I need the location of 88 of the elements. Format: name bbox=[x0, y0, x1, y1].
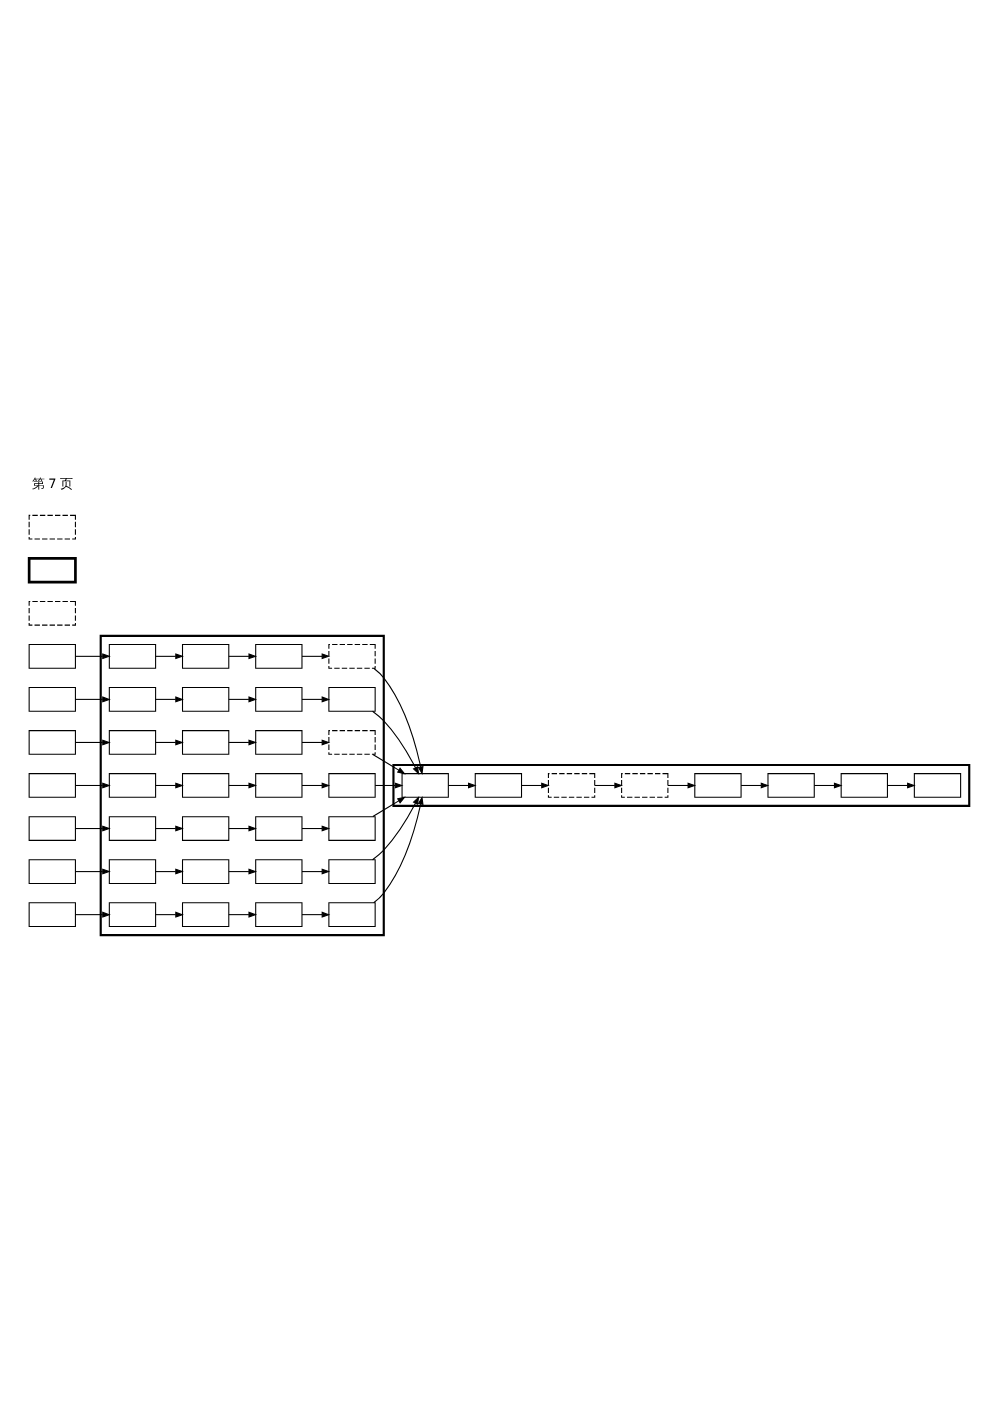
node-box bbox=[27, 556, 77, 583]
arrow bbox=[373, 795, 424, 903]
node-box bbox=[181, 858, 230, 883]
arrow bbox=[301, 824, 331, 831]
node-box bbox=[181, 642, 230, 668]
arrow bbox=[228, 781, 258, 788]
node-box bbox=[28, 513, 76, 539]
node-box bbox=[28, 772, 76, 797]
node-box bbox=[328, 815, 376, 840]
arrow bbox=[594, 781, 623, 788]
node-box bbox=[328, 858, 376, 883]
arrow bbox=[301, 910, 331, 917]
node-box bbox=[28, 815, 76, 840]
arrow bbox=[228, 867, 258, 874]
node-box bbox=[767, 772, 815, 797]
node-box bbox=[328, 772, 376, 797]
node-box bbox=[108, 858, 157, 883]
node-box bbox=[108, 686, 157, 711]
node-box bbox=[255, 686, 303, 711]
node-box bbox=[108, 901, 157, 926]
node-box bbox=[28, 642, 76, 668]
node-box bbox=[108, 815, 157, 840]
arrow bbox=[373, 666, 424, 774]
node-box bbox=[913, 772, 962, 797]
node-box bbox=[840, 772, 888, 797]
arrow bbox=[74, 824, 111, 831]
node-box bbox=[108, 642, 157, 668]
arrow bbox=[447, 781, 477, 788]
arrow bbox=[155, 652, 184, 659]
arrow bbox=[301, 781, 331, 788]
node-box bbox=[328, 729, 376, 754]
arrow bbox=[74, 695, 111, 702]
arrow bbox=[74, 867, 111, 874]
arrow bbox=[155, 824, 184, 831]
arrow bbox=[813, 781, 843, 788]
arrow bbox=[155, 781, 184, 788]
node-box bbox=[108, 729, 157, 754]
node-box bbox=[255, 815, 303, 840]
arrow bbox=[155, 910, 184, 917]
node-box bbox=[28, 599, 76, 625]
arrow bbox=[372, 709, 420, 774]
node-box bbox=[28, 901, 76, 926]
arrow bbox=[301, 695, 331, 702]
arrow bbox=[228, 738, 258, 745]
node-box bbox=[255, 729, 303, 754]
arrow bbox=[228, 695, 258, 702]
arrow bbox=[155, 695, 184, 702]
arrow bbox=[74, 738, 111, 745]
node-box bbox=[694, 772, 742, 797]
arrow bbox=[74, 910, 111, 917]
node-box bbox=[621, 772, 669, 797]
node-box bbox=[181, 901, 230, 926]
node-box bbox=[28, 686, 76, 711]
arrow bbox=[372, 795, 406, 817]
arrow bbox=[301, 738, 331, 745]
arrow bbox=[155, 738, 184, 745]
node-box bbox=[255, 901, 303, 926]
node-box bbox=[255, 772, 303, 797]
arrow bbox=[667, 781, 697, 788]
node-box bbox=[255, 642, 303, 668]
node-box bbox=[328, 642, 376, 668]
arrow bbox=[301, 867, 331, 874]
arrow bbox=[374, 781, 404, 788]
node-box bbox=[181, 729, 230, 754]
node-box bbox=[328, 901, 376, 926]
node-box bbox=[181, 772, 230, 797]
arrow bbox=[155, 867, 184, 874]
arrow bbox=[372, 794, 420, 860]
node-box bbox=[547, 772, 596, 797]
arrow bbox=[740, 781, 770, 788]
arrow bbox=[74, 652, 111, 659]
arrow bbox=[228, 652, 258, 659]
node-box bbox=[108, 772, 157, 797]
node-box bbox=[255, 858, 303, 883]
arrow bbox=[886, 781, 916, 788]
arrow bbox=[372, 752, 406, 774]
arrow bbox=[74, 781, 111, 788]
node-box bbox=[328, 686, 376, 711]
arrow bbox=[228, 910, 258, 917]
node-box bbox=[181, 815, 230, 840]
node-box bbox=[28, 729, 76, 754]
node-box bbox=[28, 858, 76, 883]
node-box bbox=[401, 772, 449, 797]
arrow bbox=[301, 652, 331, 659]
arrow bbox=[228, 824, 258, 831]
node-box bbox=[181, 686, 230, 711]
node-box bbox=[474, 772, 523, 797]
arrow bbox=[521, 781, 550, 788]
